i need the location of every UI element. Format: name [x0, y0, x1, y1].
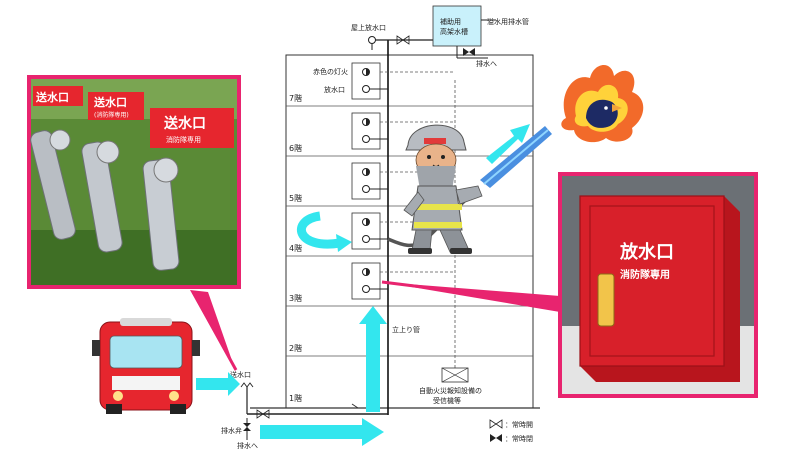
drain-top-label: 排水へ: [476, 59, 497, 68]
riser-label: 立上り管: [392, 325, 420, 334]
water-flow-arrows: [196, 124, 530, 446]
outlet-cabinet-3: [351, 262, 455, 300]
overflow-pipe-label: 溢水用排水管: [487, 17, 529, 26]
fire-truck-illustration: [92, 318, 200, 414]
cabinet-title: 放水口: [619, 241, 674, 263]
legend: [489, 419, 503, 442]
tank-label-2: 高架水槽: [440, 27, 468, 36]
floor-label-1: 1階: [289, 393, 302, 403]
outlet-cabinet-6: [351, 112, 455, 150]
roof-outlet-label: 屋上放水口: [351, 23, 386, 32]
cabinet-subtitle: 消防隊専用: [620, 268, 670, 281]
roof-outlet: [368, 35, 433, 50]
photo-sign-1: 送水口: [35, 90, 69, 104]
photo-sign-3: 送水口: [163, 115, 206, 132]
outlet-label: 放水口: [324, 85, 345, 94]
floor-label-5: 5階: [289, 193, 302, 203]
drain-valve-label: 排水弁: [221, 426, 242, 435]
floor-label-3: 3階: [289, 293, 302, 303]
inlet-piping: [240, 382, 388, 440]
alarm-label-2: 受信機等: [433, 396, 461, 405]
tank-label-1: 補助用: [440, 17, 461, 26]
photo-sign-2-sub: (消防隊専用): [94, 111, 129, 119]
inlet-photo: 送水口 送水口 (消防隊専用) 送水口 消防隊専用: [27, 75, 241, 289]
red-light-label: 赤色の灯火: [313, 67, 348, 76]
photo-sign-3-sub: 消防隊専用: [166, 135, 201, 144]
alarm-label-1: 自動火災報知設備の: [419, 386, 482, 395]
outlet-cabinet-7: [351, 62, 455, 100]
legend-open-label: ：常時開: [505, 420, 533, 429]
drain-bottom-label: 排水へ: [237, 441, 258, 450]
inlet-label: 送水口: [230, 370, 251, 379]
flow-arrow-spray: [486, 124, 530, 164]
flow-arrow-bottom: [260, 418, 384, 446]
floor-label-2: 2階: [289, 343, 302, 353]
floor-label-7: 7階: [289, 93, 302, 103]
photo-sign-2: 送水口: [93, 95, 127, 109]
fire-alarm-receiver: [441, 367, 469, 383]
flow-arrow-truck: [196, 372, 240, 396]
fire-bird-illustration: [561, 64, 644, 143]
flow-arrow-curl: [297, 211, 341, 249]
outlet-cabinet-photo: 放水口 消防隊専用: [558, 172, 758, 398]
floor-label-4: 4階: [289, 243, 302, 253]
firefighter-cat-illustration: [403, 124, 483, 254]
legend-closed-label: ：常時閉: [505, 434, 533, 443]
building: 7階 6階 5階 4階 3階 2階 1階 立上り管 赤色の灯火 放水口: [221, 5, 540, 450]
auxiliary-elevated-tank: [432, 5, 496, 59]
floor-label-6: 6階: [289, 143, 302, 153]
building-outline: [285, 54, 534, 409]
flow-arrow-up: [359, 306, 387, 412]
